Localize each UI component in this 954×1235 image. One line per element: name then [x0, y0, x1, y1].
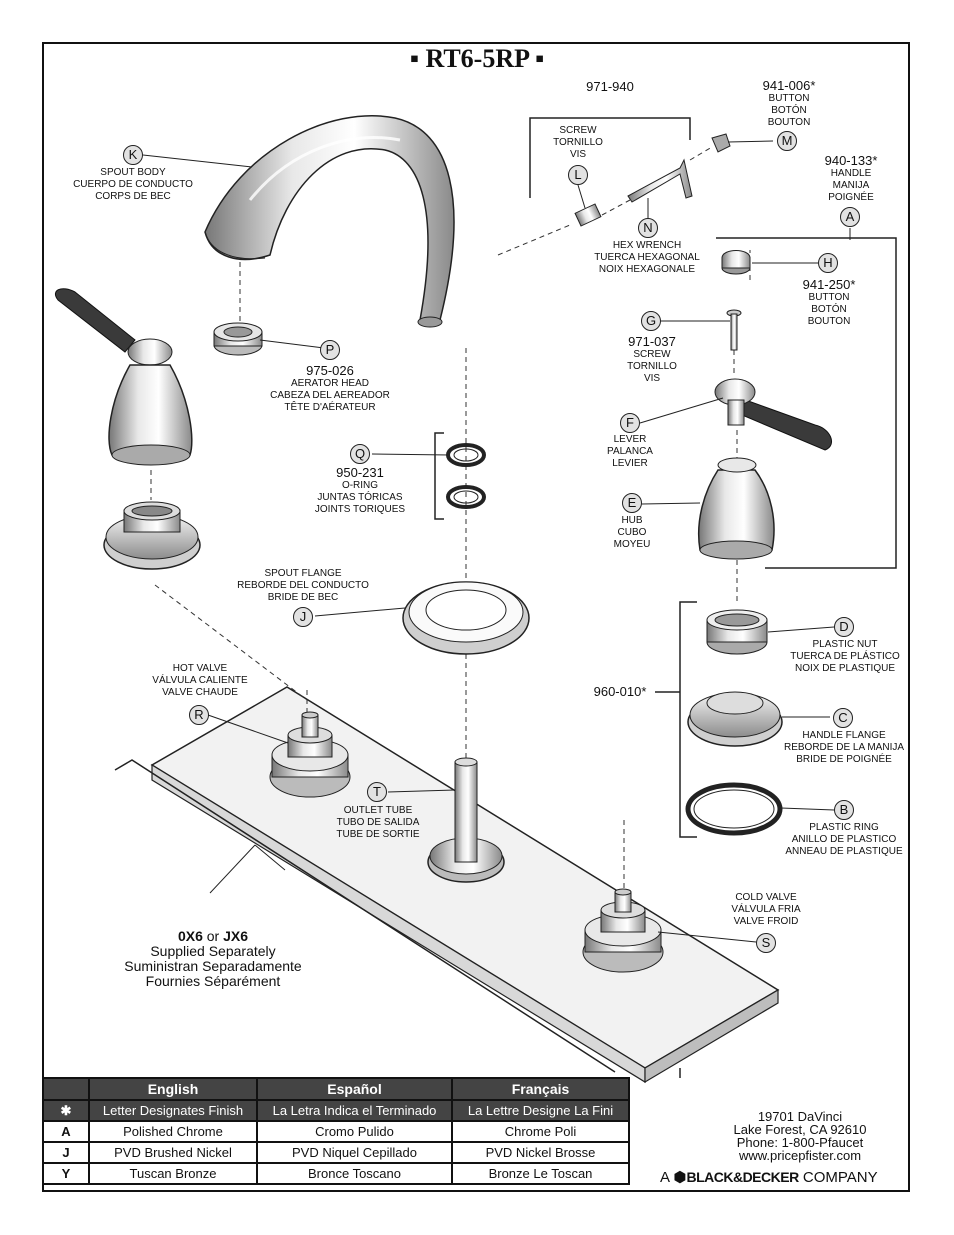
callout-t: T — [367, 782, 387, 802]
supplied-separately-note: 0X6 or JX6 Supplied Separately Suministr… — [124, 928, 302, 989]
deck-plate — [114, 686, 780, 1084]
company-logo: A ⬢BLACK&DECKER COMPANY — [660, 1169, 878, 1186]
callout-b: B — [834, 800, 854, 820]
plastic-ring — [685, 782, 783, 836]
callout-d: D — [834, 617, 854, 637]
left-handle-flange — [103, 501, 201, 570]
set-screw — [574, 203, 602, 227]
hex-logo-icon: ⬢ — [673, 1169, 687, 1186]
spout-body — [204, 115, 455, 328]
callout-c: C — [833, 708, 853, 728]
callout-l: L — [568, 165, 588, 185]
left-handle — [54, 288, 193, 500]
handle-lever — [714, 378, 832, 451]
hex-wrench — [627, 158, 693, 203]
handle-hub — [697, 457, 775, 560]
callout-k: K — [123, 145, 143, 165]
handle-group-bracket — [716, 237, 897, 569]
callout-f: F — [620, 413, 640, 433]
label-960-010: 960-010* — [593, 684, 647, 699]
callout-a: A — [840, 207, 860, 227]
callout-r: R — [189, 705, 209, 725]
diagram-frame — [42, 42, 910, 1192]
callout-q: Q — [350, 444, 370, 464]
bracket-971-940 — [529, 117, 691, 198]
callout-h: H — [818, 253, 838, 273]
callout-m: M — [777, 131, 797, 151]
callout-g: G — [641, 311, 661, 331]
leader-lines — [142, 140, 851, 943]
hot-valve — [269, 711, 351, 798]
handle-flange — [687, 691, 783, 747]
table-row: Y Tuscan Bronze Bronce Toscano Bronze Le… — [42, 1162, 630, 1185]
handle-button — [721, 250, 751, 275]
table-row: A Polished Chrome Cromo Pulido Chrome Po… — [42, 1120, 630, 1143]
finish-table: English Español Français ✱ Letter Design… — [42, 1077, 630, 1185]
outlet-tube — [427, 757, 505, 883]
model-title: ▪ RT6-5RP ▪ — [409, 44, 545, 73]
o-rings — [434, 432, 486, 520]
plastic-nut — [706, 609, 768, 655]
handle-screw — [726, 309, 742, 351]
finish-table-header: English Español Français — [42, 1077, 630, 1101]
assembly-lines — [154, 146, 751, 900]
aerator-head — [213, 322, 263, 356]
valve-group-bracket — [655, 601, 697, 838]
table-row: ✱ Letter Designates Finish La Letra Indi… — [42, 1099, 630, 1122]
label-971-940: 971-940 — [586, 79, 634, 94]
spout-flange — [402, 581, 530, 655]
callout-p: P — [320, 340, 340, 360]
cold-valve — [582, 888, 664, 973]
company-address: 19701 DaVinci Lake Forest, CA 92610 Phon… — [733, 1109, 867, 1163]
callout-e: E — [622, 493, 642, 513]
button-small — [711, 133, 731, 153]
callout-s: S — [756, 933, 776, 953]
table-row: J PVD Brushed Nickel PVD Niquel Cepillad… — [42, 1141, 630, 1164]
callout-j: J — [293, 607, 313, 627]
callout-n: N — [638, 218, 658, 238]
